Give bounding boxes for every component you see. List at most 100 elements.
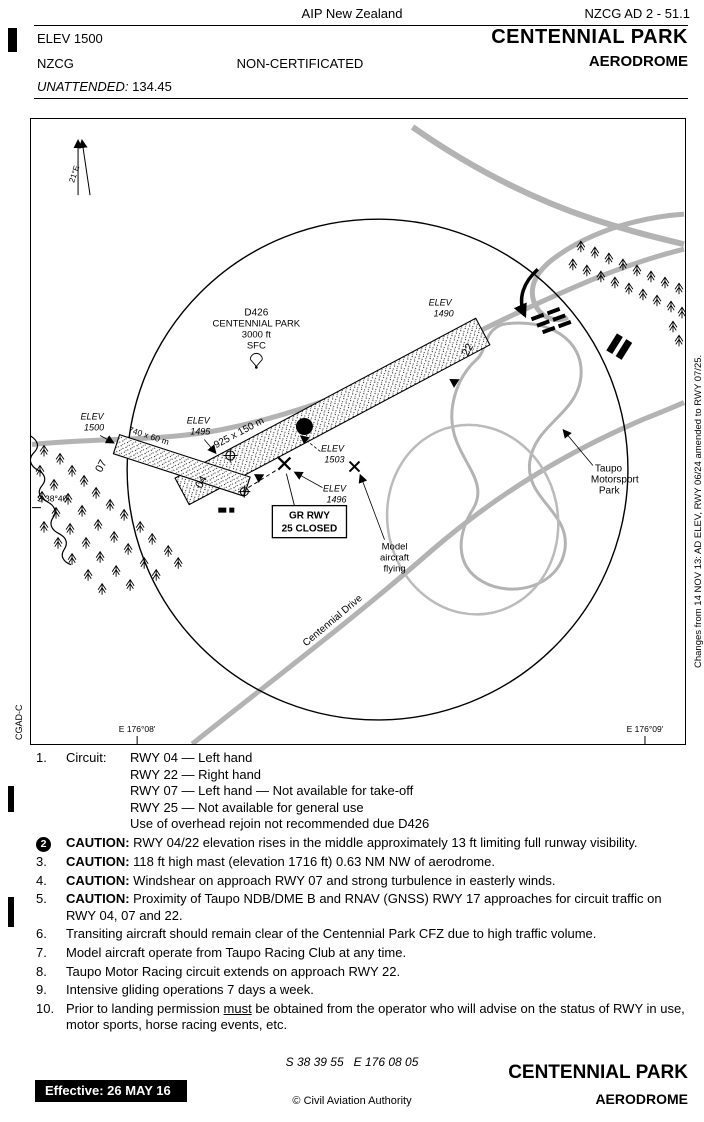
longitude-label-2: E 176°09'	[627, 724, 664, 734]
svg-text:1500: 1500	[84, 422, 104, 432]
note-number: 7.	[36, 944, 47, 960]
caution-label: CAUTION:	[66, 872, 130, 888]
circuit-entry-arrow	[513, 267, 539, 319]
header-rule-top	[34, 25, 688, 26]
note-number: 4.	[36, 872, 47, 888]
circuit-line: Use of overhead rejoin not recommended d…	[130, 816, 430, 832]
danger-area-label: D426 CENTENNIAL PARK 3000 ft SFC	[213, 307, 301, 351]
doc-type: AERODROME	[588, 53, 688, 70]
change-bar-note1	[8, 786, 14, 812]
model-area-label: Model aircraft flying	[358, 473, 409, 575]
svg-text:D426: D426	[244, 307, 268, 318]
note-number: 9.	[36, 982, 47, 998]
aerodrome-title: CENTENNIAL PARK	[491, 26, 688, 48]
rwy25-dashed-extension	[248, 469, 278, 489]
note-text: Proximity of Taupo NDB/DME B and RNAV (G…	[66, 891, 662, 923]
note-number: 10.	[36, 1000, 55, 1016]
note-number: 5.	[36, 891, 47, 907]
rwy25-closed-box: GR RWY 25 CLOSED	[271, 473, 348, 539]
buildings-icon	[606, 333, 633, 360]
parachute-icon	[249, 352, 263, 369]
attendance-frequency: UNATTENDED: 134.45	[37, 79, 172, 94]
aerodrome-chart: 21°E 925 x 150 m 740 x 60 m 04 22 07 2 D…	[30, 118, 686, 745]
note-number: 1.	[36, 750, 47, 765]
svg-text:ELEV: ELEV	[321, 444, 345, 454]
notes-section: 1. Circuit: RWY 04 — Left hand RWY 22 — …	[36, 750, 688, 1036]
grandstands-icon	[530, 307, 572, 335]
note-number: 8.	[36, 963, 47, 979]
road-hairpin	[529, 211, 685, 323]
note-text: Prior to landing permission	[66, 1000, 224, 1016]
svg-text:ELEV: ELEV	[81, 411, 105, 421]
aerodrome-elevation: ELEV 1500	[37, 31, 103, 46]
caution-label: CAUTION:	[66, 834, 130, 850]
attendance-label: UNATTENDED:	[37, 79, 129, 94]
svg-text:Park: Park	[599, 486, 621, 497]
caution-label: CAUTION:	[66, 891, 130, 907]
label-elev-1490: ELEV 1490	[429, 297, 454, 318]
svg-text:Model: Model	[382, 542, 408, 553]
svg-text:ELEV: ELEV	[323, 484, 347, 494]
cfz-boundary-circle	[126, 218, 629, 721]
note-permission: 10. Prior to landing permission must be …	[36, 1001, 688, 1034]
frequency-value: 134.45	[132, 79, 172, 94]
svg-text:1490: 1490	[434, 308, 454, 318]
note-text: Transiting aircraft should remain clear …	[66, 926, 597, 942]
triangle-marker-icon	[449, 379, 460, 388]
certification-status: NON-CERTIFICATED	[236, 56, 364, 71]
svg-text:aircraft: aircraft	[380, 553, 409, 564]
closed-x-icon	[277, 456, 292, 471]
icao-code: NZCG	[37, 56, 74, 71]
motorsport-track	[450, 321, 583, 591]
variation-label: 21°E	[67, 164, 81, 183]
rwy-end-22: 22	[460, 342, 476, 358]
road-highway	[410, 124, 685, 248]
latitude-label: S 38°40'	[37, 494, 69, 504]
circuit-line: RWY 04 — Left hand	[130, 750, 253, 765]
triangle-marker-icon	[253, 474, 265, 483]
svg-text:ELEV: ELEV	[429, 297, 453, 307]
label-elev-1503: ELEV 1503	[299, 435, 345, 465]
svg-text:Taupo: Taupo	[595, 464, 623, 475]
change-bar-note4	[8, 897, 14, 927]
circuit-label: Circuit:	[66, 750, 107, 765]
publication-title: AIP New Zealand	[301, 6, 403, 21]
note-number: 3.	[36, 853, 47, 869]
winch-symbol-icon	[238, 485, 251, 498]
buildings-small-icon	[218, 507, 235, 513]
svg-text:2: 2	[301, 421, 307, 433]
circuit-line: RWY 07 — Left hand — Not available for t…	[130, 783, 414, 799]
chart-code: CGAD-C	[14, 704, 24, 741]
svg-text:GR RWY: GR RWY	[289, 511, 330, 522]
model-area-x-icon	[348, 460, 361, 473]
note-caution-proximity: 5. CAUTION: Proximity of Taupo NDB/DME B…	[36, 891, 688, 924]
svg-text:1496: 1496	[326, 495, 346, 505]
road-centennial-drive	[190, 400, 685, 744]
svg-text:25 CLOSED: 25 CLOSED	[282, 524, 338, 535]
change-bar-header	[8, 28, 17, 52]
effective-date-badge: Effective: 26 MAY 16	[35, 1080, 187, 1102]
svg-text:Motorsport: Motorsport	[591, 475, 639, 486]
rwy-end-04: 04	[193, 474, 209, 490]
svg-text:CENTENNIAL PARK: CENTENNIAL PARK	[213, 318, 301, 329]
svg-text:ELEV: ELEV	[187, 415, 211, 425]
note-text: Model aircraft operate from Taupo Racing…	[66, 944, 407, 960]
runway-note-marker: 2	[295, 417, 313, 436]
label-elev-1495: ELEV 1495	[187, 415, 217, 455]
label-elev-1496: ELEV 1496	[293, 471, 347, 505]
reference-coordinates: S 38 39 55 E 176 08 05	[285, 1055, 419, 1069]
svg-text:SFC: SFC	[247, 340, 266, 351]
glider-symbol-icon	[223, 448, 238, 463]
motorsport-label: Taupo Motorsport Park	[562, 428, 639, 497]
note-caution-mast: 3. CAUTION: 118 ft high mast (elevation …	[36, 854, 688, 871]
page-reference: NZCG AD 2 - 51.1	[584, 6, 690, 21]
chart-svg: 21°E 925 x 150 m 740 x 60 m 04 22 07 2 D…	[31, 124, 685, 744]
road-name-label: Centennial Drive	[301, 593, 365, 649]
river	[31, 435, 72, 566]
note-circuit: 1. Circuit: RWY 04 — Left hand RWY 22 — …	[36, 750, 688, 833]
note-transiting: 6. Transiting aircraft should remain cle…	[36, 926, 688, 943]
svg-text:3000 ft: 3000 ft	[242, 329, 271, 340]
note-text: RWY 04/22 elevation rises in the middle …	[133, 834, 638, 850]
note-gliding: 9. Intensive gliding operations 7 days a…	[36, 982, 688, 999]
note-caution-windshear: 4. CAUTION: Windshear on approach RWY 07…	[36, 873, 688, 890]
